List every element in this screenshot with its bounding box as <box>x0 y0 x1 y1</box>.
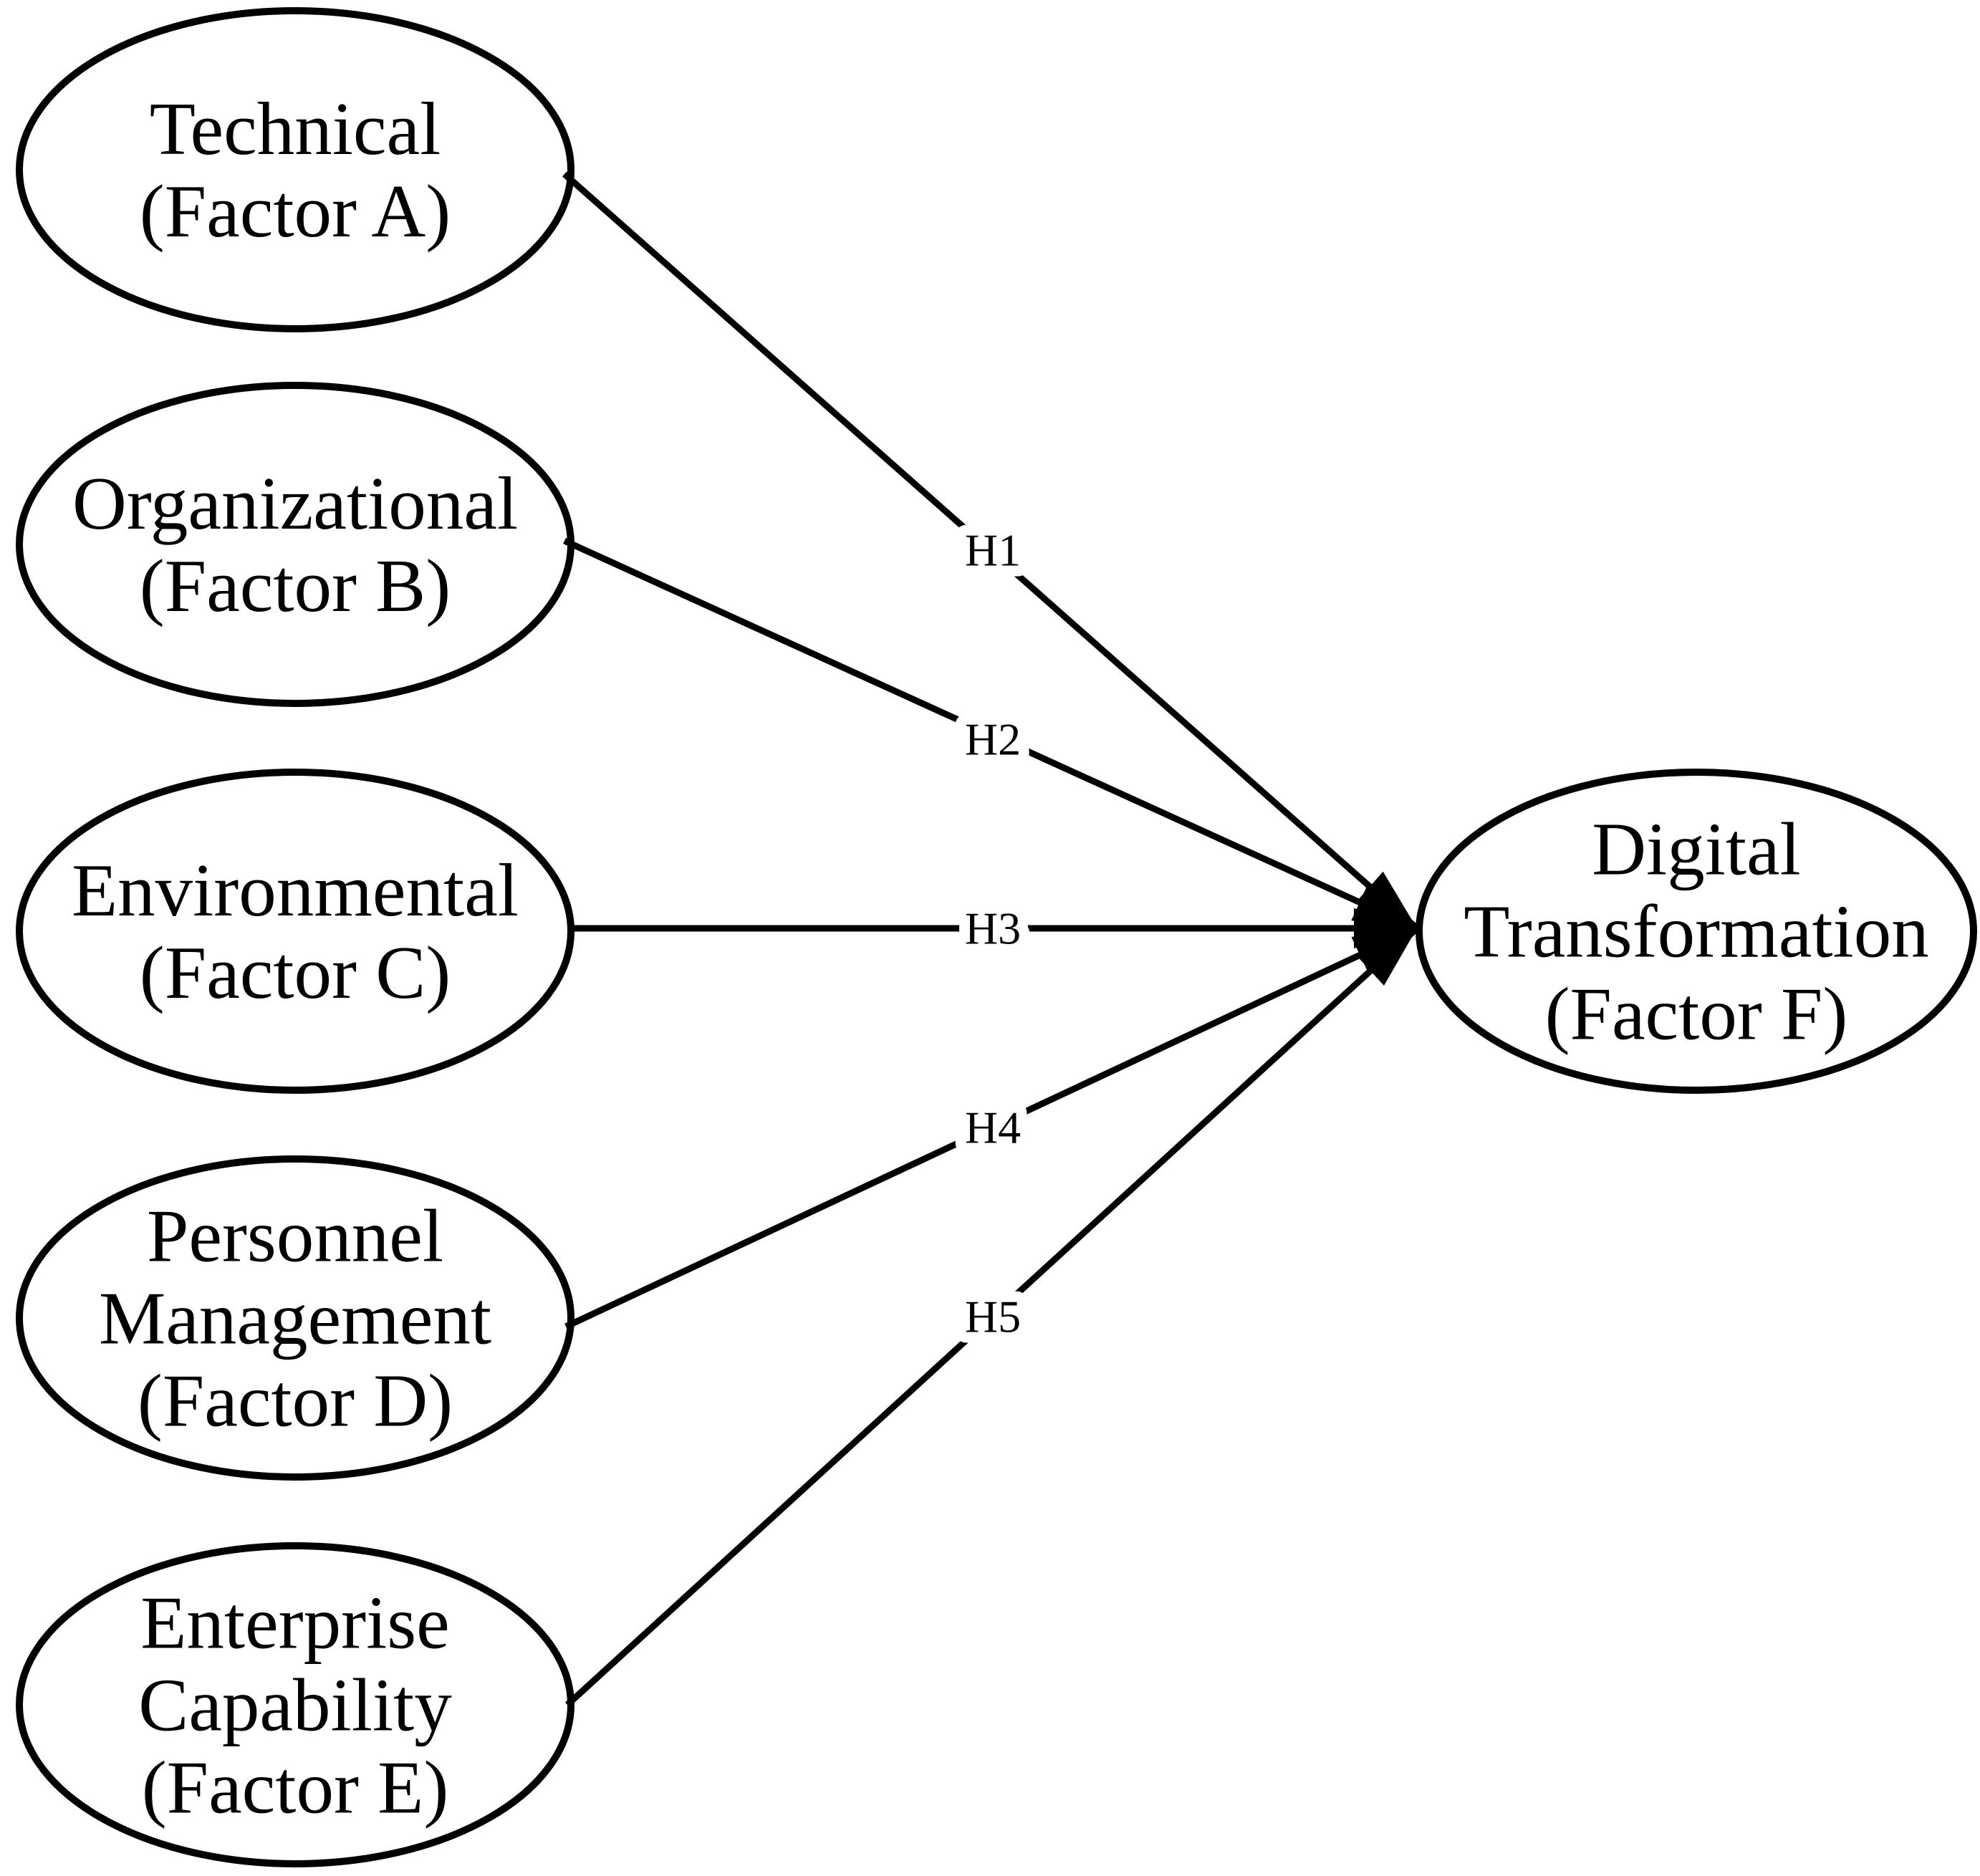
node-layer <box>16 7 1977 1867</box>
edge-label-h5: H5 <box>965 1291 1021 1342</box>
node-label-E-line2: Capability <box>138 1663 452 1747</box>
node-text-organizational-factor-b: Organizational(Factor B) <box>72 461 518 627</box>
node-label-B-line1: Organizational <box>72 461 518 545</box>
edge-h4 <box>564 925 1418 1330</box>
edge-h1 <box>562 171 1419 931</box>
node-ellipse-D <box>16 1155 575 1481</box>
node-text-technical-factor-a: Technical(Factor A) <box>140 87 451 253</box>
node-label-D-line1: Personnel <box>147 1194 443 1278</box>
edge-label-h2: H2 <box>965 714 1021 765</box>
node-personnel-management-factor-d <box>16 1155 575 1481</box>
node-digital-transformation-factor-f <box>1416 769 1977 1094</box>
node-label-F-line1: Digital <box>1592 807 1801 891</box>
edge-label-h4: H4 <box>965 1102 1021 1153</box>
node-label-C-line1: Environmental <box>72 848 519 932</box>
edge-h2 <box>563 537 1418 932</box>
node-label-E-line3: (Factor E) <box>142 1746 449 1829</box>
node-ellipse-A <box>16 7 575 332</box>
edge-h5 <box>564 925 1420 1708</box>
node-label-D-line3: (Factor D) <box>138 1359 453 1443</box>
node-label-B-line2: (Factor B) <box>140 544 451 627</box>
node-label-C-line2: (Factor C) <box>140 930 451 1014</box>
node-label-A-line1: Technical <box>150 87 441 170</box>
node-label-F-line2: Transformation <box>1464 890 1928 973</box>
edge-label-h3: H3 <box>965 903 1021 954</box>
node-text-environmental-factor-c: Environmental(Factor C) <box>72 848 519 1014</box>
node-label-E-line1: Enterprise <box>140 1581 449 1665</box>
node-label-A-line2: (Factor A) <box>140 169 451 253</box>
node-ellipse-F <box>1416 769 1977 1094</box>
node-label-D-line2: Management <box>99 1276 491 1360</box>
node-label-F-line3: (Factor F) <box>1545 972 1848 1056</box>
edge-label-h1: H1 <box>965 525 1021 576</box>
node-technical-factor-a <box>16 7 575 332</box>
